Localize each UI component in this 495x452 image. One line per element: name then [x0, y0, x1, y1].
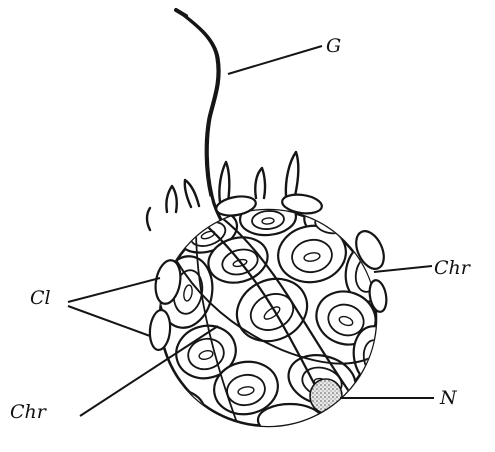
leader-flagellum [228, 46, 322, 74]
cell-body [148, 192, 403, 436]
label-nucleus: N [439, 387, 458, 409]
flagellum [176, 10, 222, 222]
leader-coccolith-lower [68, 306, 150, 336]
label-coccoliths: Cl [30, 287, 51, 309]
leader-coccolith-upper [68, 278, 160, 302]
nucleus [310, 379, 342, 413]
label-chromatophore-left: Chr [10, 401, 48, 423]
label-chromatophore-right: Chr [434, 257, 472, 279]
leader-chromatophore-right [374, 266, 432, 272]
label-flagellum: G [326, 35, 341, 57]
